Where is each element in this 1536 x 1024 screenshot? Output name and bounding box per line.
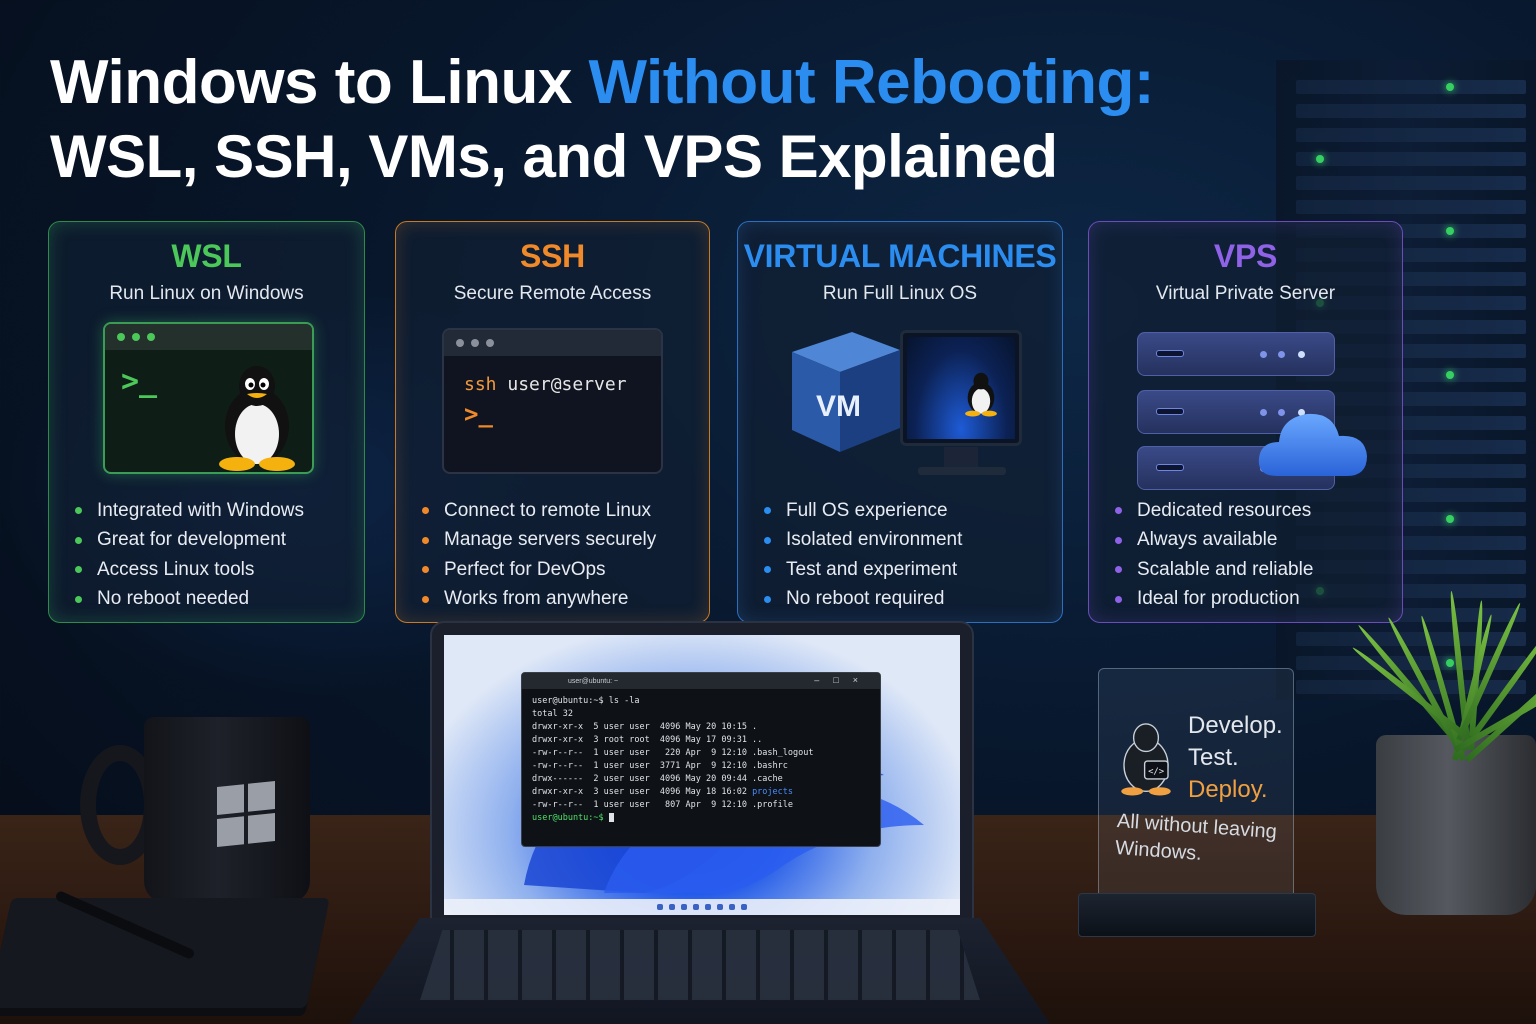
terminal-titlebar — [444, 330, 661, 356]
server-rack-background — [1276, 60, 1536, 700]
rack-led — [1316, 155, 1324, 163]
acrylic-sign-base — [1078, 893, 1316, 937]
terminal-line: drwxr-xr-x 3 root root 4096 May 17 09:31… — [532, 735, 763, 745]
card-title: VPS — [1213, 238, 1278, 274]
card-ssh: SSH Secure Remote Access ssh user@server… — [395, 221, 710, 623]
card-subtitle: Secure Remote Access — [453, 283, 652, 304]
terminal-line: drwxr-xr-x 5 user user 4096 May 20 10:15… — [532, 722, 758, 732]
card-title: WSL — [171, 238, 242, 274]
sign-footer: All without leaving Windows. — [1114, 808, 1277, 873]
card-title: VIRTUAL MACHINES — [743, 238, 1057, 274]
rack-led — [1446, 227, 1454, 235]
windows-logo-icon — [217, 780, 275, 848]
vm-cube-icon: VM — [792, 332, 900, 452]
sign-line-test: Test. — [1188, 744, 1239, 771]
title-plain: Windows to Linux — [50, 48, 589, 117]
list-item: Scalable and reliable — [1115, 555, 1313, 585]
list-item: Access Linux tools — [75, 555, 304, 585]
list-item: Perfect for DevOps — [422, 555, 656, 585]
terminal-line: -rw-r--r-- 1 user user 3771 Apr 9 12:10 … — [532, 761, 788, 771]
monitor-stand — [944, 447, 978, 469]
title-line-2: WSL, SSH, VMs, and VPS Explained — [50, 123, 1058, 191]
title-line-1: Windows to Linux Without Rebooting: — [50, 48, 1155, 117]
list-item: Dedicated resources — [1115, 496, 1313, 526]
card-subtitle: Virtual Private Server — [1155, 283, 1336, 304]
tux-penguin-icon — [965, 372, 997, 417]
page-title: Windows to Linux Without Rebooting: WSL,… — [50, 48, 1155, 191]
rack-row — [1296, 200, 1526, 214]
window-controls[interactable]: –□× — [814, 675, 872, 685]
terminal-output: user@ubuntu:~$ ls -la total 32 drwxr-xr-x … — [522, 689, 880, 831]
acrylic-sign: </> — [1098, 668, 1294, 915]
card-subtitle: Run Full Linux OS — [822, 283, 978, 304]
terminal-line: user@ubuntu:~$ ls -la — [532, 696, 640, 706]
terminal-line: -rw-r--r-- 1 user user 807 Apr 9 12:10 .… — [532, 800, 793, 810]
svg-text:</>: </> — [1148, 767, 1164, 777]
rack-row — [1296, 128, 1526, 142]
list-item: Connect to remote Linux — [422, 496, 656, 526]
card-vps: VPS Virtual Private Server Dedicated res… — [1088, 221, 1403, 623]
terminal-titlebar: user@ubuntu: ~ –□× — [522, 673, 880, 689]
rack-row — [1296, 152, 1526, 166]
laptop-terminal-window[interactable]: user@ubuntu: ~ –□× user@ubuntu:~$ ls -la… — [521, 672, 881, 847]
windows-taskbar[interactable] — [444, 899, 960, 915]
terminal-with-tux-icon: >_ — [103, 322, 314, 474]
rack-led — [1446, 659, 1454, 667]
tux-with-code-icon: </> — [1121, 723, 1171, 796]
notebook — [0, 898, 330, 1008]
plant-pot — [1376, 735, 1536, 915]
laptop-keyboard — [420, 930, 980, 1000]
terminal-icon: ssh user@server >_ — [442, 328, 663, 474]
card-title: SSH — [520, 238, 585, 274]
list-item: Great for development — [75, 526, 304, 556]
list-item: No reboot needed — [75, 585, 304, 615]
card-virtual-machines: VIRTUAL MACHINES Run Full Linux OS VM Fu… — [737, 221, 1063, 623]
feature-list: Full OS experience Isolated environment … — [764, 496, 962, 614]
feature-list: Dedicated resources Always available Sca… — [1115, 496, 1313, 614]
title-accent: Without Rebooting: — [588, 48, 1155, 117]
list-item: Isolated environment — [764, 526, 962, 556]
terminal-line: drwxr-xr-x 3 user user 4096 May 18 16:02… — [532, 787, 794, 797]
ssh-command: ssh user@server — [464, 374, 627, 395]
list-item: Works from anywhere — [422, 585, 656, 615]
monitor-base — [918, 467, 1006, 475]
rack-row — [1296, 80, 1526, 94]
terminal-titlebar — [105, 324, 312, 350]
tux-penguin-icon — [219, 366, 295, 471]
sign-line-deploy: Deploy. — [1188, 776, 1268, 803]
feature-list: Connect to remote Linux Manage servers s… — [422, 496, 656, 614]
list-item: Test and experiment — [764, 555, 962, 585]
card-subtitle: Run Linux on Windows — [109, 283, 304, 304]
cloud-icon — [1258, 413, 1367, 476]
list-item: Ideal for production — [1115, 585, 1313, 615]
server-unit-icon — [1137, 332, 1335, 376]
sign-text: Develop. Test. Deploy. — [1188, 710, 1283, 806]
terminal-line: -rw-r--r-- 1 user user 220 Apr 9 12:10 .… — [532, 748, 814, 758]
sign-line-develop: Develop. — [1188, 712, 1283, 739]
rack-led — [1446, 515, 1454, 523]
terminal-prompt-line[interactable]: user@ubuntu:~$ — [532, 812, 870, 825]
list-item: No reboot required — [764, 585, 962, 615]
terminal-line: total 32 — [532, 709, 573, 719]
rack-row — [1296, 176, 1526, 190]
terminal-prompt: >_ — [464, 400, 493, 428]
list-item: Integrated with Windows — [75, 496, 304, 526]
card-wsl: WSL Run Linux on Windows >_ Integrated w… — [48, 221, 365, 623]
rack-row — [1296, 632, 1526, 646]
terminal-window-title: user@ubuntu: ~ — [568, 677, 619, 685]
terminal-prompt: >_ — [121, 364, 158, 399]
rack-led — [1446, 83, 1454, 91]
list-item: Always available — [1115, 526, 1313, 556]
monitor-icon — [900, 330, 1022, 446]
list-item: Manage servers securely — [422, 526, 656, 556]
cube-label: VM — [816, 390, 861, 423]
feature-list: Integrated with Windows Great for develo… — [75, 496, 304, 614]
rack-led — [1446, 371, 1454, 379]
terminal-line: drwx------ 2 user user 4096 May 20 09:44… — [532, 774, 783, 784]
text-cursor — [608, 813, 614, 822]
list-item: Full OS experience — [764, 496, 962, 526]
rack-row — [1296, 104, 1526, 118]
